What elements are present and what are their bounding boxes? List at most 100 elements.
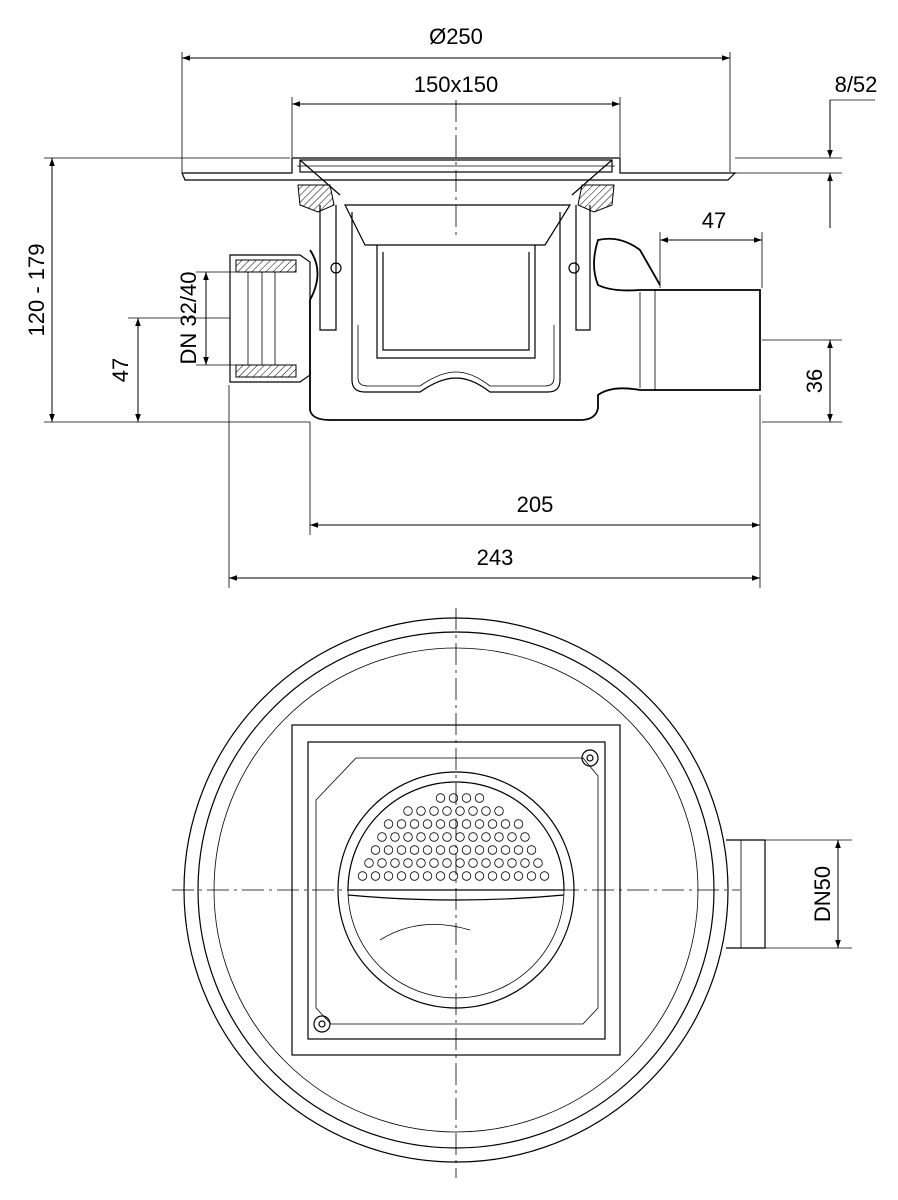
screw-bottom-left	[313, 1015, 331, 1033]
seal-left	[297, 184, 335, 213]
grate-hole	[416, 832, 426, 842]
odour-trap	[376, 245, 536, 359]
grate-hole	[448, 871, 459, 881]
grate-hole	[468, 832, 478, 842]
perforated-cap	[347, 781, 565, 891]
grate-hole	[448, 819, 459, 829]
dimension-width-total: 243	[477, 545, 514, 570]
grate-hole	[461, 845, 472, 855]
grate-hole	[455, 858, 465, 868]
grate-hole	[455, 806, 465, 816]
grate-hole	[377, 832, 387, 842]
dimension-diameter-top: Ø250	[429, 24, 483, 49]
grate-hole	[513, 819, 524, 829]
grate-hole	[468, 806, 478, 816]
grate-hole	[507, 858, 517, 868]
grate-hole	[526, 845, 537, 855]
grate-hole	[481, 858, 491, 868]
grate-hole	[442, 832, 452, 842]
grate-hole	[487, 819, 498, 829]
grate-hole	[448, 845, 459, 855]
center-lines	[172, 100, 740, 1178]
grate-hole	[474, 871, 485, 881]
grate-hole	[494, 858, 504, 868]
grate-hole	[494, 832, 504, 842]
grate-hole	[442, 806, 452, 816]
grate-hole	[481, 806, 491, 816]
grate-hole	[448, 793, 459, 803]
grate-hole	[370, 845, 381, 855]
grate-holes	[357, 793, 550, 881]
grate-hole	[403, 806, 413, 816]
grate-hole	[487, 871, 498, 881]
dimension-height-range: 120 - 179	[24, 244, 49, 337]
grate-hole	[533, 858, 543, 868]
grate-hole	[422, 845, 433, 855]
grate-hole	[409, 871, 420, 881]
grate-hole	[390, 858, 400, 868]
dimension-outlet-length: 47	[702, 208, 726, 233]
grate-hole	[435, 793, 446, 803]
dimension-adjust-range: 8/52	[835, 72, 878, 97]
grate-hole	[422, 871, 433, 881]
grate-hole	[474, 793, 485, 803]
grate-hole	[520, 858, 530, 868]
grate-hole	[500, 871, 511, 881]
grate-hole	[370, 871, 381, 881]
grate-hole	[409, 819, 420, 829]
grate-hole	[474, 819, 485, 829]
grate-hole	[390, 832, 400, 842]
grate-hole	[435, 845, 446, 855]
grate-hole	[468, 858, 478, 868]
grate-hole	[461, 793, 472, 803]
grate-hole	[383, 845, 394, 855]
grate-hole	[429, 858, 439, 868]
dimension-width-body: 205	[517, 492, 554, 517]
grate-hole	[520, 832, 530, 842]
grate-hole	[435, 819, 446, 829]
dimensions-section: Ø250 150x150 8/52 47 120 - 179 DN 32/40 …	[24, 24, 877, 588]
grate-hole	[526, 871, 537, 881]
outlet-pipe	[726, 839, 766, 949]
grate-hole	[461, 871, 472, 881]
grate-hole	[442, 858, 452, 868]
grate-hole	[357, 871, 368, 881]
grate-hole	[422, 819, 433, 829]
grate-hole	[429, 806, 439, 816]
dimension-outlet-height: 36	[802, 369, 827, 393]
grate-hole	[500, 845, 511, 855]
grate-hole	[513, 871, 524, 881]
dimension-side-inlet-height: 47	[108, 358, 133, 382]
grate-hole	[474, 845, 485, 855]
dimension-outlet-dn: DN50	[810, 866, 835, 922]
grate-hole	[507, 832, 517, 842]
grate-hole	[500, 819, 511, 829]
grate-hole	[396, 871, 407, 881]
grate-hole	[383, 871, 394, 881]
grate-hole	[396, 819, 407, 829]
grate-hole	[513, 845, 524, 855]
grate-hole	[435, 871, 446, 881]
grate-hole	[481, 832, 491, 842]
dimensions-plan: DN50	[765, 839, 852, 949]
grate-hole	[416, 806, 426, 816]
grate-hole	[487, 845, 498, 855]
grate-hole	[429, 832, 439, 842]
top-flange	[181, 157, 737, 181]
seal-right	[577, 184, 615, 213]
grate-hole	[403, 832, 413, 842]
grate-hole	[416, 858, 426, 868]
grate-hole	[455, 832, 465, 842]
grate-hole	[461, 819, 472, 829]
grate-hole	[409, 845, 420, 855]
grate-hole	[403, 858, 413, 868]
dimension-grate-size: 150x150	[414, 72, 498, 97]
section-view	[181, 157, 761, 421]
grate-hole	[383, 819, 394, 829]
drain-body	[309, 237, 761, 421]
screw-top-right	[581, 749, 599, 767]
grate-hole	[364, 858, 374, 868]
grate-hole	[377, 858, 387, 868]
grate-hole	[494, 806, 504, 816]
